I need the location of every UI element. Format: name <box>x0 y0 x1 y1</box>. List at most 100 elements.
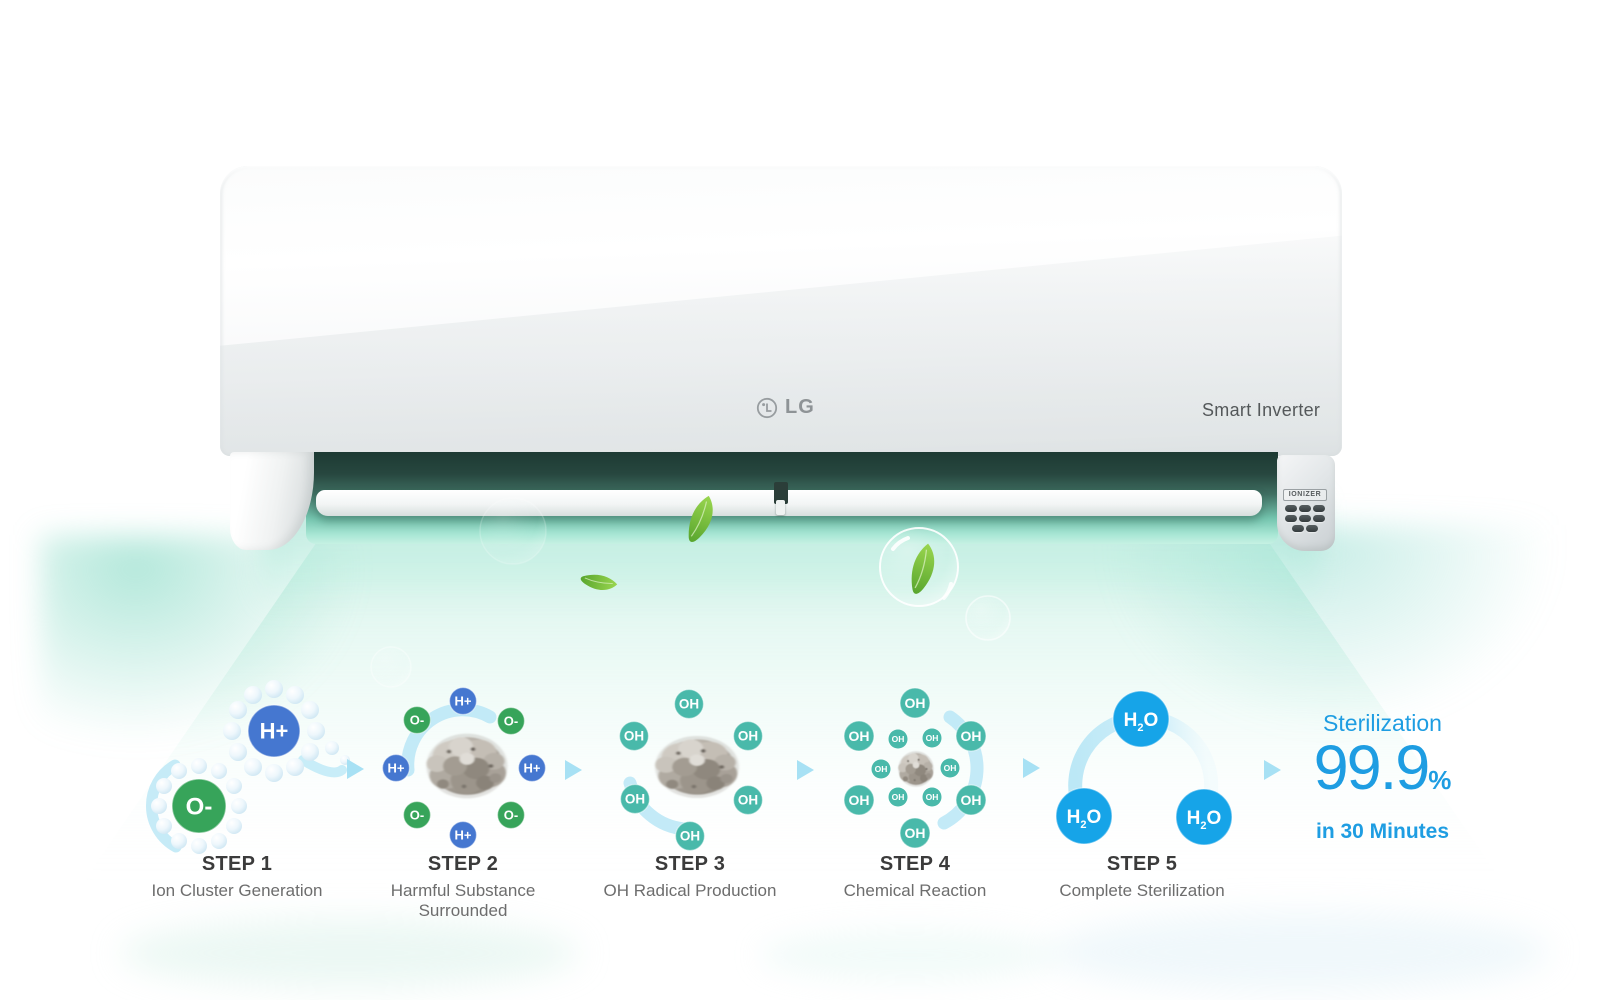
ac-vane-clip <box>774 482 788 515</box>
ion-oh-small: OH <box>871 759 891 779</box>
brand-text: LG <box>785 396 815 418</box>
step-label: STEP 4 <box>879 853 951 875</box>
ion-o-minus: O- <box>171 778 227 834</box>
arrow-icon <box>1264 760 1281 780</box>
result-unit: % <box>1428 765 1452 795</box>
arrow-icon <box>565 760 582 780</box>
svg-text:O-: O- <box>410 808 424 823</box>
ion-h-plus: H+ <box>381 753 411 783</box>
svg-text:H2O: H2O <box>1067 807 1102 831</box>
svg-text:OH: OH <box>905 825 926 841</box>
svg-text:OH: OH <box>849 792 870 808</box>
ion-oh: OH <box>673 688 705 720</box>
ac-left-end-cap <box>230 452 314 550</box>
molecule-h2o: H2O <box>1055 787 1113 845</box>
leaf-icon <box>905 540 941 598</box>
svg-text:O-: O- <box>410 713 424 728</box>
step-label: STEP 5 <box>1106 853 1178 875</box>
svg-text:OH: OH <box>944 763 957 773</box>
ion-oh: OH <box>955 720 987 752</box>
svg-text:OH: OH <box>625 792 645 807</box>
panel-vent <box>1313 505 1325 512</box>
svg-text:H+: H+ <box>524 761 541 776</box>
molecule-h2o: H2O <box>1112 690 1170 748</box>
panel-vent <box>1285 505 1297 512</box>
ionizer-label: IONIZER <box>1283 489 1327 501</box>
leaf-icon <box>578 571 619 594</box>
svg-text:O-: O- <box>504 714 518 729</box>
step3-caption: STEP 3 OH Radical Production <box>580 853 800 901</box>
ion-oh: OH <box>955 784 987 816</box>
ion-oh-small: OH <box>940 758 960 778</box>
step-label: STEP 2 <box>427 853 499 875</box>
svg-text:OH: OH <box>875 764 888 774</box>
step-title: Chemical Reaction <box>843 881 987 900</box>
air-bubble-icon <box>965 595 1011 641</box>
svg-text:OH: OH <box>961 792 982 808</box>
step-title: Complete Sterilization <box>1059 881 1225 900</box>
svg-text:OH: OH <box>738 729 758 744</box>
lg-symbol-icon <box>756 397 778 418</box>
result-title: Sterilization <box>1323 710 1442 736</box>
svg-text:OH: OH <box>849 728 870 744</box>
svg-text:OH: OH <box>926 733 939 743</box>
floor-reflection <box>760 930 1060 980</box>
step2-caption: STEP 2 Harmful Substance Surrounded <box>353 853 573 921</box>
step-title: Harmful Substance Surrounded <box>390 881 536 920</box>
ion-o-minus: O- <box>496 800 526 830</box>
svg-text:H+: H+ <box>388 761 405 776</box>
floor-reflection <box>1050 912 1550 992</box>
step-title: OH Radical Production <box>603 881 777 900</box>
panel-vent <box>1313 515 1325 522</box>
svg-text:OH: OH <box>961 728 982 744</box>
svg-text:H+: H+ <box>260 719 289 744</box>
ac-unit-body <box>220 166 1342 456</box>
svg-text:OH: OH <box>680 829 700 844</box>
ion-oh: OH <box>618 720 650 752</box>
svg-text:OH: OH <box>926 792 939 802</box>
ion-bubble-ring <box>151 680 350 854</box>
step1-caption: STEP 1 Ion Cluster Generation <box>127 853 347 901</box>
ion-oh-small: OH <box>922 728 942 748</box>
ion-o-minus: O- <box>402 800 432 830</box>
ion-oh: OH <box>843 720 875 752</box>
lg-logo: LG <box>756 396 815 419</box>
step-title: Ion Cluster Generation <box>151 881 323 900</box>
ion-oh: OH <box>732 720 764 752</box>
airflow-left-glow <box>40 535 360 745</box>
step5-caption: STEP 5 Complete Sterilization <box>1032 853 1252 901</box>
ion-oh: OH <box>619 783 651 815</box>
result-figure: 99.9% <box>1290 737 1475 814</box>
airflow-right-glow <box>1110 525 1550 725</box>
svg-text:H2O: H2O <box>1187 808 1222 832</box>
smart-inverter-label: Smart Inverter <box>1202 400 1321 420</box>
step1-ion-cluster: H+ O- <box>145 680 350 854</box>
ion-h-plus: H+ <box>448 686 478 716</box>
arrow-icon <box>347 759 364 779</box>
ion-o-minus: O- <box>402 705 432 735</box>
panel-vent <box>1306 525 1318 532</box>
air-bubble-icon <box>370 646 412 688</box>
arrow-icon <box>1023 758 1040 778</box>
ion-h-plus: H+ <box>517 753 547 783</box>
ion-h-plus: H+ <box>247 704 301 758</box>
svg-text:H+: H+ <box>455 694 472 709</box>
result-duration: in 30 Minutes <box>1315 820 1450 843</box>
step-label: STEP 1 <box>201 853 273 875</box>
svg-text:OH: OH <box>905 695 926 711</box>
svg-text:O-: O- <box>504 808 518 823</box>
step5-molecule-cluster: H2O H2O H2O <box>1055 690 1233 846</box>
ion-oh: OH <box>843 784 875 816</box>
dust-particle-icon <box>898 751 934 787</box>
ion-oh: OH <box>899 687 931 719</box>
svg-text:OH: OH <box>892 792 905 802</box>
step3-ion-cluster: OH OH OH OH OH OH <box>618 688 764 852</box>
panel-vent <box>1299 505 1311 512</box>
result-value: 99.9 <box>1313 733 1431 803</box>
ac-ionizer-panel: IONIZER <box>1277 455 1335 551</box>
step2-ion-cluster: H+ O- O- H+ H+ O- O- H+ <box>381 686 547 850</box>
arrow-icon <box>797 760 814 780</box>
svg-text:OH: OH <box>892 734 905 744</box>
svg-text:OH: OH <box>738 793 758 808</box>
floor-reflection <box>120 918 580 988</box>
